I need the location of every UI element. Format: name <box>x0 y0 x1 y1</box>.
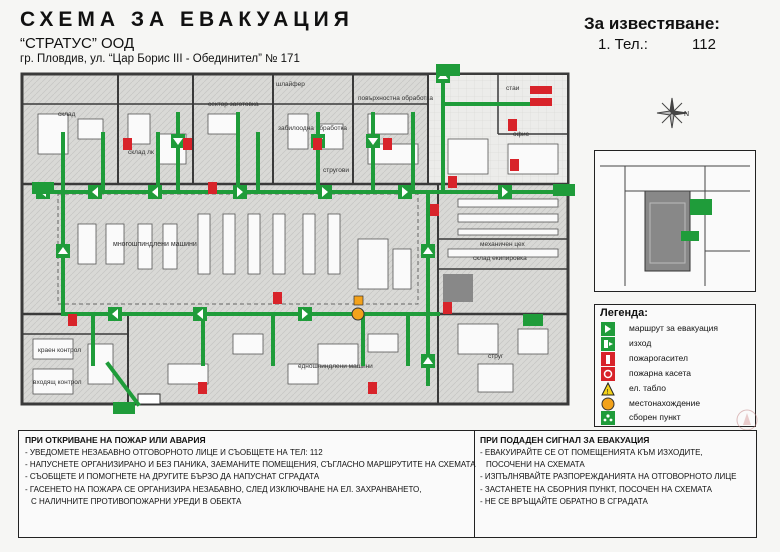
legend-item-exit: изход <box>601 336 651 352</box>
fire-instruction-item: - СЪОБЩЕТЕ И ПОМОГНЕТЕ НА ДРУГИТЕ БЪРЗО … <box>25 472 320 482</box>
phone-number: 112 <box>692 36 716 53</box>
fire-instructions: ПРИ ОТКРИВАНЕ НА ПОЖАР ИЛИ АВАРИЯ - УВЕД… <box>19 431 476 537</box>
you-are-here-marker <box>351 307 365 321</box>
floor-plan: склад склад лк сектор заготовка забилоод… <box>20 64 575 414</box>
room-sektor-zagotovka: сектор заготовка <box>208 101 259 108</box>
electric-panel-marker <box>353 295 364 306</box>
room-stai: стаи <box>506 85 520 92</box>
fire-instruction-item: - ГАСЕНЕТО НА ПОЖАРА СЕ ОРГАНИЗИРА НЕЗАБ… <box>25 484 422 494</box>
fire-instruction-item: С НАЛИЧНИТЕ ПРОТИВОПОЖАРНИ УРЕДИ В ОБЕКТ… <box>31 496 242 506</box>
signal-instruction-item: ПОСОЧЕНИ НА СХЕМАТА <box>486 460 585 470</box>
phone-label: 1. Тел.: <box>598 36 648 53</box>
plan-title: СХЕМА ЗА ЕВАКУАЦИЯ <box>20 8 354 31</box>
site-assembly-point <box>690 199 712 215</box>
legend-item-route: маршрут за евакуация <box>601 321 718 337</box>
room-vhoden: входящ контрол <box>33 379 82 386</box>
room-strugovi: стругови <box>323 167 349 174</box>
machinery <box>32 113 559 395</box>
room-ofis: офис <box>513 131 530 138</box>
room-mnogoshp: многошпиндлени машини <box>113 241 197 248</box>
company-name: “СТРАТУС” ООД <box>20 35 135 52</box>
legend-title: Легенда: <box>600 307 648 319</box>
room-strug: струг <box>488 353 504 360</box>
room-shlaifer: шлайфер <box>276 80 305 88</box>
legend-item-panel: ! ел. табло <box>601 381 666 397</box>
room-ekipirovka: склад екипировка <box>473 255 527 262</box>
phone-line: 1. Тел.: 112 <box>598 36 716 53</box>
signal-instructions: ПРИ ПОДАДЕН СИГНАЛ ЗА ЕВАКУАЦИЯ - ЕВАКУИ… <box>474 431 756 537</box>
fire-extinguisher-icon <box>601 352 615 366</box>
signal-instruction-item: - ИЗПЪЛНЯВАЙТЕ РАЗПОРЕЖДАНИЯТА НА ОТГОВО… <box>480 472 737 482</box>
exit-icon <box>601 337 615 351</box>
compass-icon: N <box>656 97 689 129</box>
legend-item-location: местонахождение <box>601 396 700 412</box>
fire-instruction-item: - УВЕДОМЕТЕ НЕЗАБАВНО ОТГОВОРНОТО ЛИЦЕ И… <box>25 448 323 457</box>
legend-item-assembly: сборен пункт <box>601 410 681 426</box>
you-are-here-icon <box>601 397 615 411</box>
signal-instruction-item: - ЗАСТАНЕТЕ НА СБОРНИЯ ПУНКТ, ПОСОЧЕН НА… <box>480 484 712 494</box>
room-zabilo: забилоодна обработка <box>278 124 347 132</box>
fire-instructions-title: ПРИ ОТКРИВАНЕ НА ПОЖАР ИЛИ АВАРИЯ <box>25 435 206 445</box>
site-exit <box>681 231 699 241</box>
legend-item-extinguisher: пожарогасител <box>601 351 688 367</box>
assembly-point-icon <box>601 411 615 425</box>
legend-item-hose: пожарна касета <box>601 366 691 382</box>
electric-panel-icon: ! <box>601 382 615 396</box>
fire-equipment <box>68 86 552 394</box>
fire-instruction-item: - НАПУСНЕТЕ ОРГАНИЗИРАНО И БЕЗ ПАНИКА, З… <box>25 460 476 470</box>
signal-instruction-item: - ЕВАКУИРАЙТЕ СЕ ОТ ПОМЕЩЕНИЯТА КЪМ ИЗХО… <box>480 448 703 457</box>
svg-text:!: ! <box>607 389 609 396</box>
instructions-panel: ПРИ ОТКРИВАНЕ НА ПОЖАР ИЛИ АВАРИЯ - УВЕД… <box>18 430 757 538</box>
room-kraen: краен контрол <box>38 347 81 354</box>
room-povarhnostna: повърхностна обработка <box>358 94 433 102</box>
room-sklad-lk: склад лк <box>128 149 154 156</box>
room-sklad: склад <box>58 111 76 118</box>
fire-hose-icon <box>601 367 615 381</box>
compass-north-label: N <box>684 111 689 118</box>
stamp-icon <box>736 409 758 431</box>
signal-instruction-item: - НЕ СЕ ВРЪЩАЙТЕ ОБРАТНО В СГРАДАТА <box>480 496 648 506</box>
evacuation-arrow-icon <box>601 322 615 336</box>
evacuation-routes <box>38 82 560 407</box>
site-map <box>594 150 756 292</box>
company-address: гр. Пловдив, ул. “Цар Борис III - Обедин… <box>20 53 300 65</box>
legend: Легенда: маршрут за евакуация изход пожа… <box>594 304 756 427</box>
signal-instructions-title: ПРИ ПОДАДЕН СИГНАЛ ЗА ЕВАКУАЦИЯ <box>480 435 650 445</box>
exit-signs <box>32 64 575 414</box>
room-mehanichen: механичен цех <box>480 241 525 248</box>
notify-title: За известяване: <box>584 14 720 33</box>
room-ednoshp: едношпиндлени машини <box>298 363 373 370</box>
